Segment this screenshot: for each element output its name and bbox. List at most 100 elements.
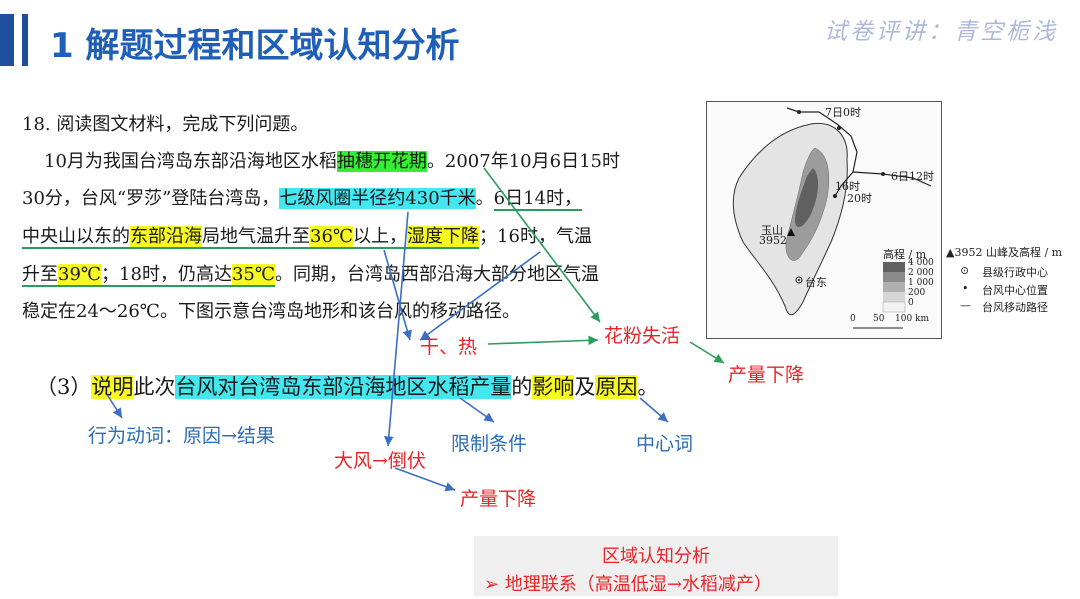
annotation-yield-drop-2: 产量下降: [460, 488, 537, 510]
elev-0: 0: [908, 298, 914, 308]
highlight-heading-stage: 抽穗开花期: [336, 151, 427, 172]
scale-100km: 100 km: [895, 314, 930, 324]
elev-4000: 4 000: [908, 258, 934, 268]
annotation-wind-lodging: 大风→倒伏: [334, 450, 426, 472]
arrow-pollen-to-yield: [689, 341, 725, 364]
question-3: （3）说明此次台风对台湾岛东部沿海地区水稻产量的影响及原因。: [36, 371, 658, 401]
highlight-east-coast: 东部沿海: [130, 226, 202, 247]
island-outline: [732, 122, 848, 316]
label-20h: 20时: [847, 192, 872, 205]
question-line-5: 稳定在24～26℃。下图示意台湾岛地形和该台风的移动路径。: [22, 301, 520, 322]
page-title: 1 解题过程和区域认知分析: [50, 26, 460, 66]
text: 。2007年10月6日15时: [426, 151, 620, 172]
text: 以上，: [353, 226, 408, 247]
arrow-humidity-to-hot: [419, 251, 541, 341]
scale-0: 0: [850, 314, 856, 324]
arrow-center: [639, 397, 669, 423]
elev-swatch-1: [883, 262, 905, 272]
text: 中央山以东的: [22, 226, 130, 247]
underlined-time: 6日14时，: [493, 188, 583, 211]
typhoon-point: [833, 194, 837, 198]
arrow-36-to-hot: [383, 249, 412, 341]
annotation-yield-drop-1: 产量下降: [728, 364, 805, 386]
highlight-wind-radius: 七级风圈半径约430千米: [279, 188, 476, 209]
legend-county-symbol: ⊙: [960, 264, 970, 277]
elev-swatch-2: [883, 272, 905, 282]
elev-swatch-5: [882, 301, 906, 313]
text: 30分，台风“罗莎”登陆台湾岛，: [22, 188, 280, 209]
q3-keyword-impact: 影响: [532, 375, 575, 399]
summary-title: 区域认知分析: [602, 546, 710, 567]
arrow-hot-to-pollen: [487, 335, 599, 346]
text: 。同期，台湾岛西部沿海大部分地区气温: [275, 264, 599, 285]
peak-height: 3952: [759, 234, 787, 247]
scale-50: 50: [873, 314, 885, 324]
question-line-1: 10月为我国台湾岛东部沿海地区水稻抽穗开花期。2007年10月6日15时: [44, 151, 620, 172]
elev-swatch-4: [883, 292, 905, 302]
title-accent-bar-thin: [22, 14, 28, 66]
text: 。: [637, 375, 659, 399]
elev-2000: 2 000: [908, 268, 934, 278]
q3-condition: 台风对台湾岛东部沿海地区水稻产量: [175, 375, 512, 399]
taiwan-map: 7日0时 6日12时 16时 20时 玉山 3952 台东 高程 / m 4 0…: [706, 101, 942, 339]
q3-verb: 说明: [91, 375, 134, 399]
typhoon-track: [786, 107, 858, 197]
elev-1000: 1 000: [908, 278, 934, 288]
question-line-3: 中央山以东的东部沿海局地气温升至36℃以上，湿度下降；16时，气温: [22, 226, 592, 249]
legend-typhoon-center: 台风中心位置: [982, 284, 1048, 297]
text: 局地气温升至: [202, 226, 310, 247]
q3-number: （3）: [36, 375, 92, 399]
label-6d12h: 6日12时: [891, 170, 934, 183]
question-intro: 18. 阅读图文材料，完成下列问题。: [22, 114, 309, 135]
summary-item: ➢ 地理联系（高温低湿→水稻减产）: [484, 574, 772, 595]
question-line-4: 升至39℃；18时，仍高达35℃。同期，台湾岛西部沿海大部分地区气温: [22, 264, 599, 287]
highlight-humidity: 湿度下降: [407, 226, 480, 247]
elev-200: 200: [908, 288, 926, 298]
typhoon-point: [881, 172, 885, 176]
city-taidong: 台东: [805, 276, 827, 289]
map-graphic: [732, 107, 932, 329]
city-marker-dot: [798, 279, 800, 281]
question-line-2: 30分，台风“罗莎”登陆台湾岛，七级风圈半径约430千米。6日14时，: [22, 188, 583, 211]
legend-track-symbol: —: [960, 299, 971, 312]
text: 。: [475, 188, 494, 209]
q3-keyword-reason: 原因: [595, 375, 638, 399]
highlight-temp-36: 36℃: [310, 226, 354, 247]
elev-swatch-3: [883, 282, 905, 292]
legend-typhoon-track: 台风移动路径: [982, 301, 1048, 314]
annotation-limit: 限制条件: [451, 433, 528, 455]
text: ；18时，仍高达: [101, 264, 232, 285]
peak-marker: [787, 228, 795, 236]
text: 及: [574, 375, 596, 399]
city-marker: [795, 276, 803, 284]
text: 升至: [22, 264, 58, 285]
arrow-verb: [107, 395, 123, 419]
arrow-limit: [459, 397, 495, 423]
annotation-pollen: 花粉失活: [604, 325, 681, 347]
summary-box: 区域认知分析 ➢ 地理联系（高温低湿→水稻减产）: [474, 536, 838, 596]
label-7d0h: 7日0时: [825, 106, 861, 119]
annotation-center-word: 中心词: [636, 433, 694, 455]
text: 此次: [133, 375, 176, 399]
highlight-temp-39: 39℃: [58, 264, 102, 285]
arrow-wind-to-yield: [394, 467, 456, 492]
elev-title: 高程 / m: [883, 248, 927, 261]
label-16h: 16时: [835, 180, 860, 193]
watermark: 试卷评讲：青空栀浅: [824, 19, 1058, 45]
arrow-wind-radius-to-wind: [384, 211, 409, 447]
high-mountain-zone: [795, 168, 819, 228]
typhoon-point: [797, 110, 801, 114]
legend-county: 县级行政中心: [982, 266, 1048, 279]
underlined-segment: 中央山以东的东部沿海局地气温升至36℃以上，湿度下降: [22, 226, 480, 249]
peak-name: 玉山: [761, 224, 783, 237]
typhoon-point: [837, 126, 841, 130]
highlight-temp-35: 35℃: [231, 264, 275, 285]
annotation-verb: 行为动词：原因→结果: [88, 425, 275, 447]
legend-typhoon-symbol: •: [962, 282, 969, 295]
annotation-dry-hot: 干、热: [420, 336, 478, 358]
arrow-heading-to-pollen: [483, 167, 601, 323]
underlined-segment: 升至39℃；18时，仍高达35℃: [22, 264, 275, 287]
typhoon-track-east: [852, 171, 932, 187]
legend-peak: ▲3952 山峰及高程 / m: [946, 246, 1063, 259]
